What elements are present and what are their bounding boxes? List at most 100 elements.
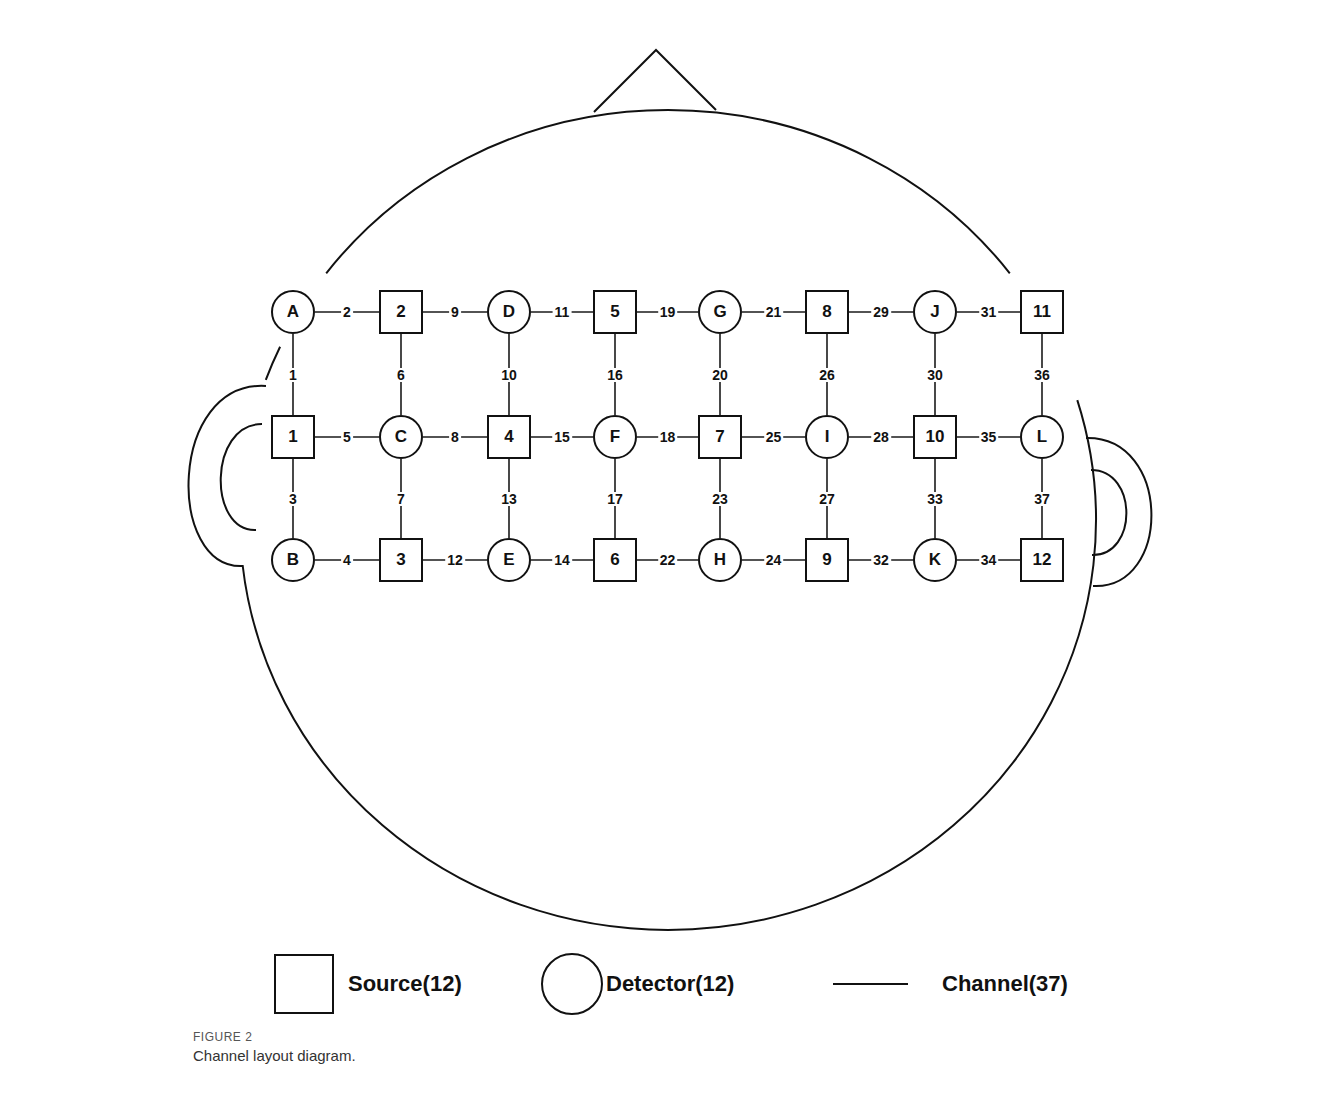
channel-number: 26 [817, 368, 837, 382]
source-box: 1 [271, 415, 315, 459]
channel-number: 10 [499, 368, 519, 382]
node-label: 4 [504, 428, 513, 447]
head-top-arc [326, 110, 1010, 273]
legend-text: Channel(37) [942, 971, 1068, 997]
node-label: 8 [822, 303, 831, 322]
node-label: G [713, 303, 726, 322]
figure-number: FIGURE 2 [193, 1030, 252, 1044]
node-label: K [929, 551, 941, 570]
detector-circle: H [698, 538, 742, 582]
node-label: 3 [396, 551, 405, 570]
channel-number: 37 [1032, 492, 1052, 506]
channel-number: 2 [341, 305, 353, 319]
channel-number: 25 [764, 430, 784, 444]
node-label: 6 [610, 551, 619, 570]
detector-circle: I [805, 415, 849, 459]
channel-number: 3 [287, 492, 299, 506]
figure-caption: Channel layout diagram. [193, 1047, 356, 1064]
detector-circle: D [487, 290, 531, 334]
node-label: C [395, 428, 407, 447]
channel-number: 36 [1032, 368, 1052, 382]
channel-number: 34 [979, 553, 999, 567]
node-label: 11 [1033, 303, 1051, 322]
channel-number: 30 [925, 368, 945, 382]
source-box: 11 [1020, 290, 1064, 334]
source-box: 3 [379, 538, 423, 582]
detector-circle: G [698, 290, 742, 334]
source-box: 6 [593, 538, 637, 582]
channel-number: 23 [710, 492, 730, 506]
detector-circle: L [1020, 415, 1064, 459]
node-label: 10 [926, 428, 945, 447]
source-box: 7 [698, 415, 742, 459]
source-box: 10 [913, 415, 957, 459]
node-label: J [930, 303, 939, 322]
node-label: L [1037, 428, 1047, 447]
node-label: H [714, 551, 726, 570]
right-ear-inner [1091, 470, 1126, 555]
source-box: 5 [593, 290, 637, 334]
node-label: D [503, 303, 515, 322]
channel-number: 35 [979, 430, 999, 444]
channel-number: 1 [287, 368, 299, 382]
channel-number: 4 [341, 553, 353, 567]
node-label: 9 [822, 551, 831, 570]
legend-detector-sample [542, 954, 602, 1014]
channel-number: 32 [871, 553, 891, 567]
node-label: E [503, 551, 514, 570]
channel-number: 28 [871, 430, 891, 444]
channel-number: 31 [979, 305, 999, 319]
left-ear-outer [189, 386, 266, 566]
node-label: I [825, 428, 830, 447]
channel-number: 12 [445, 553, 465, 567]
detector-circle: C [379, 415, 423, 459]
channel-number: 18 [658, 430, 678, 444]
legend-text: Detector(12) [606, 971, 734, 997]
detector-circle: K [913, 538, 957, 582]
legend-text: Source(12) [348, 971, 462, 997]
channel-number: 5 [341, 430, 353, 444]
node-label: B [287, 551, 299, 570]
channel-number: 19 [658, 305, 678, 319]
legend-channel-sample [833, 983, 908, 985]
node-label: 1 [288, 428, 297, 447]
left-ear-inner [221, 424, 262, 530]
node-label: F [610, 428, 620, 447]
channel-number: 13 [499, 492, 519, 506]
detector-circle: B [271, 538, 315, 582]
channel-number: 20 [710, 368, 730, 382]
detector-circle: J [913, 290, 957, 334]
channel-number: 7 [395, 492, 407, 506]
node-label: 7 [715, 428, 724, 447]
node-label: A [287, 303, 299, 322]
channel-number: 22 [658, 553, 678, 567]
detector-circle: A [271, 290, 315, 334]
source-box: 9 [805, 538, 849, 582]
right-ear-outer [1086, 438, 1151, 586]
nose [594, 50, 716, 112]
channel-number: 27 [817, 492, 837, 506]
detector-circle: F [593, 415, 637, 459]
detector-circle: E [487, 538, 531, 582]
source-box: 8 [805, 290, 849, 334]
channel-number: 15 [552, 430, 572, 444]
channel-number: 6 [395, 368, 407, 382]
channel-number: 14 [552, 553, 572, 567]
legend-source-sample [275, 955, 333, 1013]
node-label: 2 [396, 303, 405, 322]
channel-number: 16 [605, 368, 625, 382]
channel-number: 11 [553, 305, 572, 319]
source-box: 4 [487, 415, 531, 459]
channel-number: 33 [925, 492, 945, 506]
head-lower-arc [243, 400, 1096, 930]
channel-number: 24 [764, 553, 784, 567]
source-box: 12 [1020, 538, 1064, 582]
node-label: 12 [1033, 551, 1052, 570]
head-left-arc [266, 347, 280, 380]
channel-number: 9 [449, 305, 461, 319]
source-box: 2 [379, 290, 423, 334]
channel-number: 17 [605, 492, 625, 506]
node-label: 5 [610, 303, 619, 322]
